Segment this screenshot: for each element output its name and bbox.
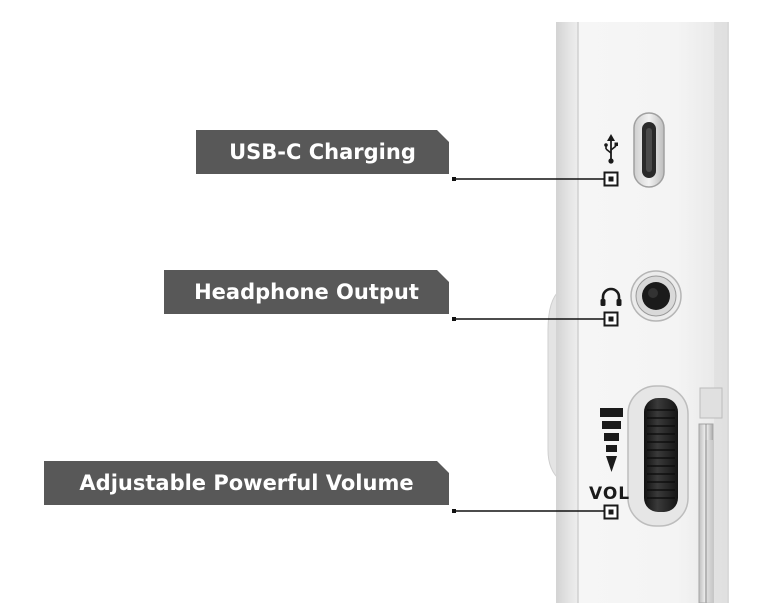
device-right-edge: [714, 22, 728, 603]
telescopic-antenna: [698, 387, 723, 603]
usb-c-charging-label: USB-C Charging: [196, 130, 449, 174]
usb-c-port: [633, 112, 665, 188]
volume-wheel: [627, 385, 689, 527]
volume-marking: VOL: [589, 484, 631, 504]
headphone-jack: [630, 270, 682, 322]
usb-symbol-icon: [604, 134, 618, 164]
adjustable-volume-label: Adjustable Powerful Volume: [44, 461, 449, 505]
headphone-output-label: Headphone Output: [164, 270, 449, 314]
volume-level-icon: [600, 408, 623, 472]
headphone-icon: [600, 287, 622, 306]
